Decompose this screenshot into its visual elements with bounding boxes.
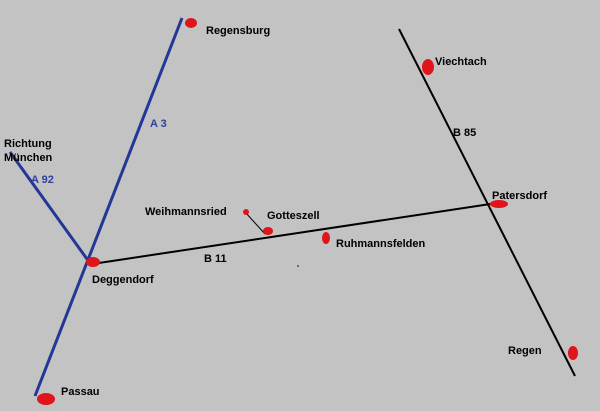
label-muenchen: München xyxy=(4,152,53,164)
marker-ruhmannsfelden xyxy=(322,232,330,244)
label-weihmannsried: Weihmannsried xyxy=(145,206,227,218)
marker-gotteszell xyxy=(263,227,273,235)
label-viechtach: Viechtach xyxy=(435,56,487,68)
road-b11 xyxy=(91,202,498,265)
marker-regensburg xyxy=(185,18,197,28)
label-a92: A 92 xyxy=(31,174,54,186)
road-weihmannsried-connector xyxy=(245,212,266,235)
label-richtung: Richtung xyxy=(4,138,52,150)
label-a3: A 3 xyxy=(150,118,167,130)
label-regensburg: Regensburg xyxy=(206,25,271,37)
label-gotteszell: Gotteszell xyxy=(267,210,320,222)
road-a3 xyxy=(33,17,184,397)
marker-patersdorf xyxy=(490,200,508,208)
marker-deggendorf xyxy=(86,257,100,267)
label-passau: Passau xyxy=(61,386,100,398)
label-ruhmannsfelden: Ruhmannsfelden xyxy=(336,238,426,250)
road-b85 xyxy=(398,28,576,377)
label-b85: B 85 xyxy=(453,127,477,139)
label-patersdorf: Patersdorf xyxy=(492,190,548,202)
map-dot xyxy=(297,265,299,267)
marker-weihmannsried xyxy=(243,209,249,215)
marker-regen xyxy=(568,346,578,360)
label-deggendorf: Deggendorf xyxy=(92,274,154,286)
road-a92 xyxy=(8,151,94,267)
label-b11: B 11 xyxy=(204,253,227,265)
marker-passau xyxy=(37,393,55,405)
marker-viechtach xyxy=(422,59,434,75)
label-regen: Regen xyxy=(508,345,542,357)
